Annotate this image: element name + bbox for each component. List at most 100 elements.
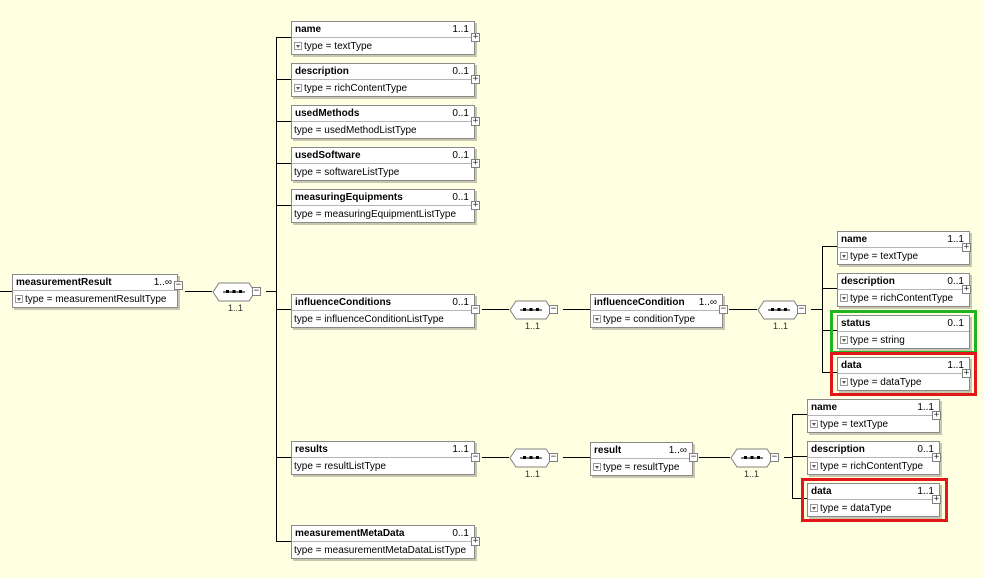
element-name-label: measurementMetaData [295,528,405,539]
cardinality: 1..1 [917,486,934,497]
expand-plus-icon[interactable]: + [471,536,480,546]
dropdown-icon[interactable] [294,84,302,92]
element-type: type = influenceConditionListType [294,314,444,325]
expand-plus-icon[interactable]: + [471,32,480,42]
dropdown-icon[interactable] [15,295,23,303]
collapse-minus-icon[interactable]: − [471,452,480,462]
cardinality: 0..1 [917,444,934,455]
element-name-label: data [811,486,832,497]
cardinality: 0..1 [452,150,469,161]
element-type: type = richContentType [850,293,954,304]
cardinality: 1..∞ [698,297,717,308]
element-name-label: data [841,360,862,371]
collapse-minus-icon[interactable]: − [252,286,261,296]
element-name-label: name [811,402,838,413]
element-type: type = measuringEquipmentListType [294,209,457,220]
element-name-label: measuringEquipments [295,192,403,203]
element-type: type = textType [304,41,373,52]
sequence-compositor[interactable] [509,300,553,320]
sequence-compositor-icon [509,300,553,320]
dropdown-icon[interactable] [593,463,601,471]
element-type: type = measurementMetaDataListType [294,545,467,556]
expand-plus-icon[interactable]: + [962,284,971,294]
sequence-compositor[interactable] [730,448,774,468]
dropdown-icon[interactable] [810,462,818,470]
element-name-label: description [295,66,349,77]
element-influenceConditions[interactable]: influenceConditions 0..1 type = influence… [291,294,475,328]
element-type: type = textType [850,251,919,262]
dropdown-icon[interactable] [840,294,848,302]
expand-plus-icon[interactable]: + [932,452,941,462]
element-name-label: result [594,445,622,456]
expand-plus-icon[interactable]: + [932,410,941,420]
element-type: type = richContentType [304,83,408,94]
dropdown-icon[interactable] [840,378,848,386]
collapse-minus-icon[interactable]: − [770,452,779,462]
dropdown-icon[interactable] [593,315,601,323]
cardinality: 0..1 [452,66,469,77]
sequence-compositor-icon [757,300,801,320]
dropdown-icon[interactable] [810,420,818,428]
collapse-minus-icon[interactable]: − [471,304,480,314]
collapse-minus-icon[interactable]: − [689,452,698,462]
expand-plus-icon[interactable]: + [471,158,480,168]
element-name-label: influenceConditions [295,297,392,308]
cardinality: 0..1 [947,276,964,287]
element-name: measurementResult [16,277,112,288]
element-type: type = softwareListType [294,167,400,178]
collapse-minus-icon[interactable]: − [549,304,558,314]
element-type: type = dataType [820,503,892,514]
element-description[interactable]: description 0..1 type = richContentType [291,63,475,97]
collapse-minus-icon[interactable]: − [719,304,728,314]
cardinality: 1..∞ [668,445,687,456]
dropdown-icon[interactable] [840,252,848,260]
collapse-minus-icon[interactable]: − [549,452,558,462]
element-name-label: influenceCondition [594,297,685,308]
cardinality: 1..1 [947,234,964,245]
dropdown-icon[interactable] [810,504,818,512]
element-name-label: usedSoftware [295,150,361,161]
sequence-compositor[interactable] [509,448,553,468]
expand-plus-icon[interactable]: + [962,242,971,252]
expand-plus-icon[interactable]: + [471,116,480,126]
sequence-compositor-icon [730,448,774,468]
element-type: type = richContentType [820,461,924,472]
highlight-green-box [830,310,977,354]
dropdown-icon[interactable] [294,42,302,50]
sequence-cardinality: 1..1 [773,321,789,331]
element-data[interactable]: data 1..1 type = dataType [807,483,940,517]
cardinality: 0..1 [452,108,469,119]
element-name-label: name [295,24,322,35]
expand-minus-icon[interactable]: − [174,280,183,290]
sequence-compositor[interactable] [212,282,256,302]
expand-plus-icon[interactable]: + [932,494,941,504]
highlight-red-box [801,478,948,522]
expand-plus-icon[interactable]: + [471,200,480,210]
expand-plus-icon[interactable]: + [962,368,971,378]
sequence-cardinality: 1..1 [744,469,760,479]
cardinality: 1..1 [452,444,469,455]
element-usedSoftware[interactable]: usedSoftware 0..1 type = softwareListType [291,147,475,181]
element-name-label: usedMethods [295,108,360,119]
element-type: type = usedMethodListType [294,125,417,136]
expand-plus-icon[interactable]: + [471,74,480,84]
element-usedMethods[interactable]: usedMethods 0..1 type = usedMethodListTyp… [291,105,475,139]
sequence-compositor[interactable] [757,300,801,320]
cardinality: 0..1 [452,297,469,308]
collapse-minus-icon[interactable]: − [797,304,806,314]
dropdown-icon[interactable] [840,336,848,344]
